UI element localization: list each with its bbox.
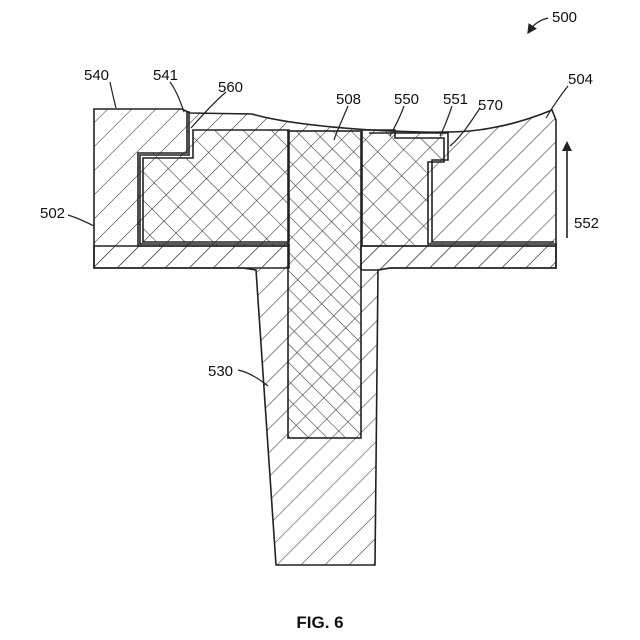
label-541: 541: [153, 67, 178, 84]
base-strip: [94, 246, 289, 268]
core: [288, 131, 361, 438]
label-570: 570: [478, 97, 503, 114]
base-strip-right: [361, 246, 556, 270]
assembly-arrow: [530, 18, 548, 30]
label-550: 550: [394, 91, 419, 108]
label-504: 504: [568, 71, 593, 88]
leader-504: [546, 86, 568, 118]
leader-541: [170, 82, 184, 112]
label-540: 540: [84, 67, 109, 84]
label-560: 560: [218, 79, 243, 96]
label-552: 552: [574, 215, 599, 232]
label-502: 502: [40, 205, 65, 222]
figure-caption: FIG. 6: [296, 613, 343, 632]
leader-540: [110, 82, 116, 108]
label-530: 530: [208, 363, 233, 380]
label-551: 551: [443, 91, 468, 108]
leader-502: [68, 215, 94, 226]
label-500: 500: [552, 9, 577, 26]
label-508: 508: [336, 91, 361, 108]
